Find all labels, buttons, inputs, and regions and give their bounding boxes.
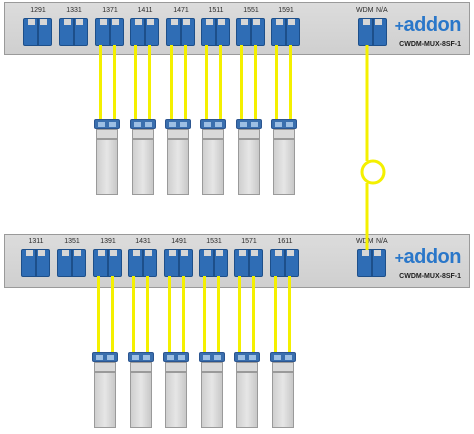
fiber-cable: [111, 276, 114, 354]
fiber-cable: [148, 45, 151, 121]
model-label: CWDM-MUX-8SF-1: [399, 273, 461, 280]
port-1491[interactable]: [164, 249, 193, 277]
wdm-label: WDM: [356, 7, 374, 14]
fiber-cable: [99, 45, 102, 121]
wdm-label: WDM: [356, 238, 374, 245]
fiber-cable: [113, 45, 116, 121]
brand-logo: +addon CWDM-MUX-8SF-1: [381, 246, 462, 280]
fiber-cable: [252, 276, 255, 354]
port-label: 1571: [241, 238, 257, 245]
fiber-cable: [134, 45, 137, 121]
na-label: N/A: [376, 238, 388, 245]
port-label: 1611: [277, 238, 293, 245]
fiber-cable: [203, 276, 206, 354]
fiber-cable: [146, 276, 149, 354]
port-1591[interactable]: [271, 18, 300, 46]
fiber-cable: [132, 276, 135, 354]
port-1371[interactable]: [95, 18, 124, 46]
fiber-cable: [275, 45, 278, 121]
brand-logo: +addon CWDM-MUX-8SF-1: [381, 14, 462, 48]
sfp-transceiver: [270, 352, 296, 428]
sfp-transceiver: [271, 119, 297, 195]
port-label: 1531: [206, 238, 222, 245]
fiber-cable: [219, 45, 222, 121]
port-1611[interactable]: [270, 249, 299, 277]
port-1511[interactable]: [201, 18, 230, 46]
mux-unit-bottom: 1311 1351 1391 1431 1491 1531 1571 1611 …: [4, 234, 470, 288]
mux-unit-top: 1291 1331 1371 1411 1471 1511 1551 1591 …: [4, 2, 470, 55]
sfp-transceiver: [236, 119, 262, 195]
port-label: 1371: [102, 7, 118, 14]
brand-name: addon: [403, 246, 462, 268]
fiber-cable: [240, 45, 243, 121]
sfp-transceiver: [94, 119, 120, 195]
port-1531[interactable]: [199, 249, 228, 277]
sfp-transceiver: [199, 352, 225, 428]
port-label: 1411: [137, 7, 153, 14]
port-wdm[interactable]: [357, 249, 386, 277]
fiber-cable: [168, 276, 171, 354]
fiber-cable: [254, 45, 257, 121]
na-label: N/A: [376, 7, 388, 14]
fiber-coil-icon: [360, 159, 386, 185]
port-1331[interactable]: [59, 18, 88, 46]
fiber-cable: [217, 276, 220, 354]
sfp-transceiver: [128, 352, 154, 428]
model-label: CWDM-MUX-8SF-1: [399, 41, 461, 48]
port-label: 1311: [28, 238, 44, 245]
port-1411[interactable]: [130, 18, 159, 46]
fiber-cable: [238, 276, 241, 354]
port-label: 1591: [278, 7, 294, 14]
port-label: 1351: [64, 238, 80, 245]
port-label: 1471: [173, 7, 189, 14]
port-1471[interactable]: [166, 18, 195, 46]
sfp-transceiver: [163, 352, 189, 428]
port-label: 1431: [135, 238, 151, 245]
fiber-cable: [288, 276, 291, 354]
port-label: 1511: [208, 7, 224, 14]
port-1291[interactable]: [23, 18, 52, 46]
port-1551[interactable]: [236, 18, 265, 46]
port-1311[interactable]: [21, 249, 50, 277]
port-label: 1391: [100, 238, 116, 245]
port-1351[interactable]: [57, 249, 86, 277]
brand-name: addon: [403, 14, 462, 36]
fiber-cable: [182, 276, 185, 354]
fiber-cable: [274, 276, 277, 354]
fiber-cable: [97, 276, 100, 354]
port-1391[interactable]: [93, 249, 122, 277]
port-1431[interactable]: [128, 249, 157, 277]
port-label: 1291: [30, 7, 46, 14]
fiber-cable: [184, 45, 187, 121]
fiber-cable: [170, 45, 173, 121]
port-1571[interactable]: [234, 249, 263, 277]
sfp-transceiver: [200, 119, 226, 195]
port-label: 1551: [243, 7, 259, 14]
port-label: 1331: [66, 7, 82, 14]
fiber-cable: [205, 45, 208, 121]
sfp-transceiver: [130, 119, 156, 195]
sfp-transceiver: [234, 352, 260, 428]
sfp-transceiver: [92, 352, 118, 428]
sfp-transceiver: [165, 119, 191, 195]
fiber-cable: [289, 45, 292, 121]
port-wdm[interactable]: [358, 18, 387, 46]
port-label: 1491: [171, 238, 187, 245]
